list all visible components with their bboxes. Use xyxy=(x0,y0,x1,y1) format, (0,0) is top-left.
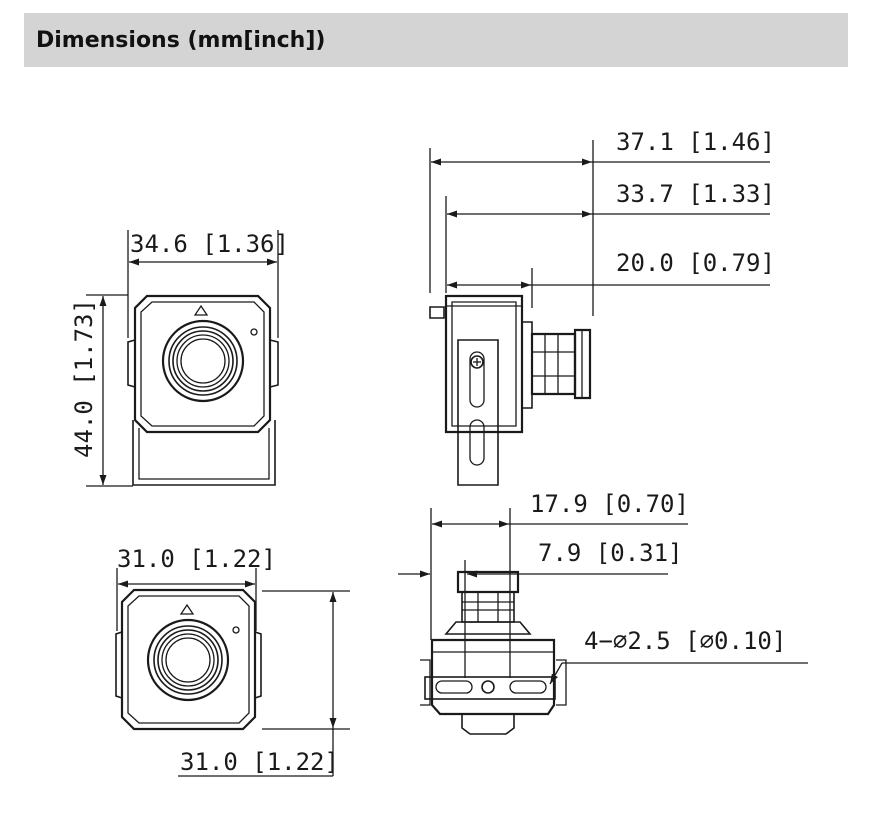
section-header: Dimensions (mm[inch]) xyxy=(24,13,848,67)
dim-side-total: 37.1 [1.46] xyxy=(616,128,775,156)
section-title: Dimensions (mm[inch]) xyxy=(36,27,326,53)
dim-rear-width: 31.0 [1.22] xyxy=(117,545,276,573)
dim-front-height: 44.0 [1.73] xyxy=(70,299,98,458)
dim-side-body: 20.0 [0.79] xyxy=(616,249,775,277)
dim-rear-height: 31.0 [1.22] xyxy=(180,748,339,776)
dim-top-inner: 7.9 [0.31] xyxy=(538,539,683,567)
rear-view xyxy=(115,568,350,777)
front-view xyxy=(86,230,279,487)
dim-side-body-lens: 33.7 [1.33] xyxy=(616,180,775,208)
dim-front-width: 34.6 [1.36] xyxy=(130,230,289,258)
dim-mount-holes: 4−⌀2.5 [⌀0.10] xyxy=(584,627,786,655)
top-view xyxy=(398,508,808,735)
dim-top-outer: 17.9 [0.70] xyxy=(530,490,689,518)
side-view xyxy=(429,140,770,486)
